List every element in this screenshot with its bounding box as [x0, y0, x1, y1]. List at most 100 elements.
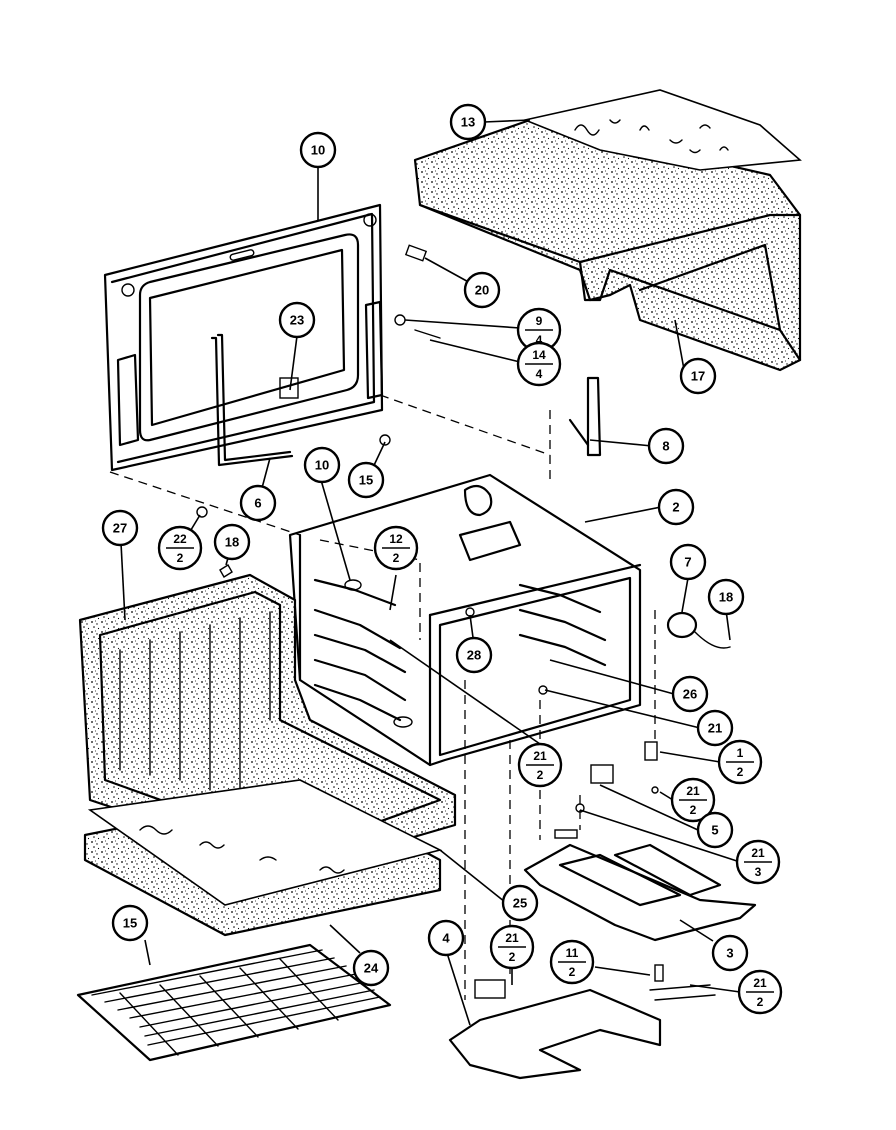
callout-number: 6	[254, 496, 261, 511]
bake-element	[448, 979, 716, 1080]
callout-circle	[696, 811, 734, 849]
callout-c10a: 10	[299, 131, 337, 169]
callout-c15b: 15	[111, 904, 149, 942]
callout-number: 12	[389, 532, 403, 546]
callout-c6: 6	[239, 484, 277, 522]
callout-c5: 5	[696, 811, 734, 849]
callout-c21d: 213	[735, 839, 781, 885]
callout-c3: 3	[711, 934, 749, 972]
callout-quantity: 2	[393, 551, 400, 565]
callout-circle	[455, 636, 493, 674]
callout-number: 10	[315, 458, 329, 473]
oven-side-bottom-insulation	[78, 573, 457, 872]
insulation-paper-sheet	[522, 89, 802, 171]
oven-liner-body	[288, 473, 642, 767]
callout-circle	[239, 484, 277, 522]
callout-number: 1	[737, 746, 744, 760]
callout-number: 8	[662, 439, 669, 454]
callout-number: 21	[686, 784, 700, 798]
callout-number: 21	[505, 931, 519, 945]
callout-circle	[671, 675, 709, 713]
callout-c18a: 18	[213, 523, 251, 561]
callout-c14: 144	[516, 341, 562, 387]
callout-number: 20	[475, 283, 489, 298]
callout-circle	[696, 709, 734, 747]
callout-number: 22	[173, 532, 187, 546]
callout-circle	[278, 301, 316, 339]
callout-circle	[647, 427, 685, 465]
callout-number: 21	[753, 976, 767, 990]
callout-number: 25	[513, 896, 527, 911]
callout-number: 2	[672, 500, 679, 515]
callout-number: 18	[225, 535, 239, 550]
callout-number: 23	[290, 313, 304, 328]
callout-leaders	[120, 119, 741, 1026]
callout-circle	[449, 103, 487, 141]
callout-number: 24	[364, 961, 379, 976]
callout-number: 13	[461, 115, 475, 130]
callout-number: 3	[726, 946, 733, 961]
callout-c18b: 18	[707, 578, 745, 616]
callout-number: 18	[719, 590, 733, 605]
callout-quantity: 2	[569, 965, 576, 979]
top-insulation-blanket	[413, 118, 802, 372]
callout-c10b: 10	[303, 446, 341, 484]
callout-circle	[679, 357, 717, 395]
callout-quantity: 4	[536, 333, 543, 347]
callout-number: 10	[311, 143, 325, 158]
callout-number: 21	[751, 846, 765, 860]
callout-number: 4	[442, 931, 450, 946]
callout-c22: 222	[157, 525, 203, 571]
callout-c15a: 15	[347, 461, 385, 499]
callout-c26: 26	[671, 675, 709, 713]
callout-circle	[501, 884, 539, 922]
callout-c7: 7	[669, 543, 707, 581]
callout-number: 5	[711, 823, 718, 838]
callout-circle	[101, 509, 139, 547]
callout-circle	[669, 543, 707, 581]
callout-number: 21	[533, 749, 547, 763]
callout-number: 17	[691, 369, 705, 384]
callout-c27: 27	[101, 509, 139, 547]
callout-quantity: 2	[509, 950, 516, 964]
callout-c2: 2	[657, 488, 695, 526]
callout-quantity: 2	[737, 765, 744, 779]
callout-c20: 20	[463, 271, 501, 309]
callout-number: 9	[536, 314, 543, 328]
callout-circle	[707, 578, 745, 616]
callout-number: 11	[566, 946, 579, 960]
broil-element	[523, 843, 757, 942]
callout-number: 28	[467, 648, 481, 663]
callout-circle	[111, 904, 149, 942]
callout-circle	[657, 488, 695, 526]
callout-circle	[303, 446, 341, 484]
callout-c1: 12	[717, 739, 763, 785]
callout-number: 15	[123, 916, 137, 931]
callout-c21a: 21	[696, 709, 734, 747]
callout-c21c: 212	[670, 777, 716, 823]
callout-circle	[427, 919, 465, 957]
callout-circle	[711, 934, 749, 972]
callout-quantity: 2	[537, 768, 544, 782]
callout-circle	[213, 523, 251, 561]
callout-quantity: 2	[690, 803, 697, 817]
callout-number: 15	[359, 473, 373, 488]
callout-c25: 25	[501, 884, 539, 922]
callout-quantity: 4	[536, 367, 543, 381]
callout-number: 27	[113, 521, 127, 536]
callout-c4: 4	[427, 919, 465, 957]
callout-quantity: 2	[757, 995, 764, 1009]
callout-c21b: 212	[517, 742, 563, 788]
callout-number: 21	[708, 721, 722, 736]
callout-c24: 24	[352, 949, 390, 987]
oven-door-inner-panel	[103, 203, 384, 472]
callout-c8: 8	[647, 427, 685, 465]
callout-number: 26	[683, 687, 697, 702]
bottom-insulation-pad	[83, 779, 443, 937]
oven-rack	[76, 943, 392, 1062]
callout-circle	[347, 461, 385, 499]
callout-quantity: 2	[177, 551, 184, 565]
